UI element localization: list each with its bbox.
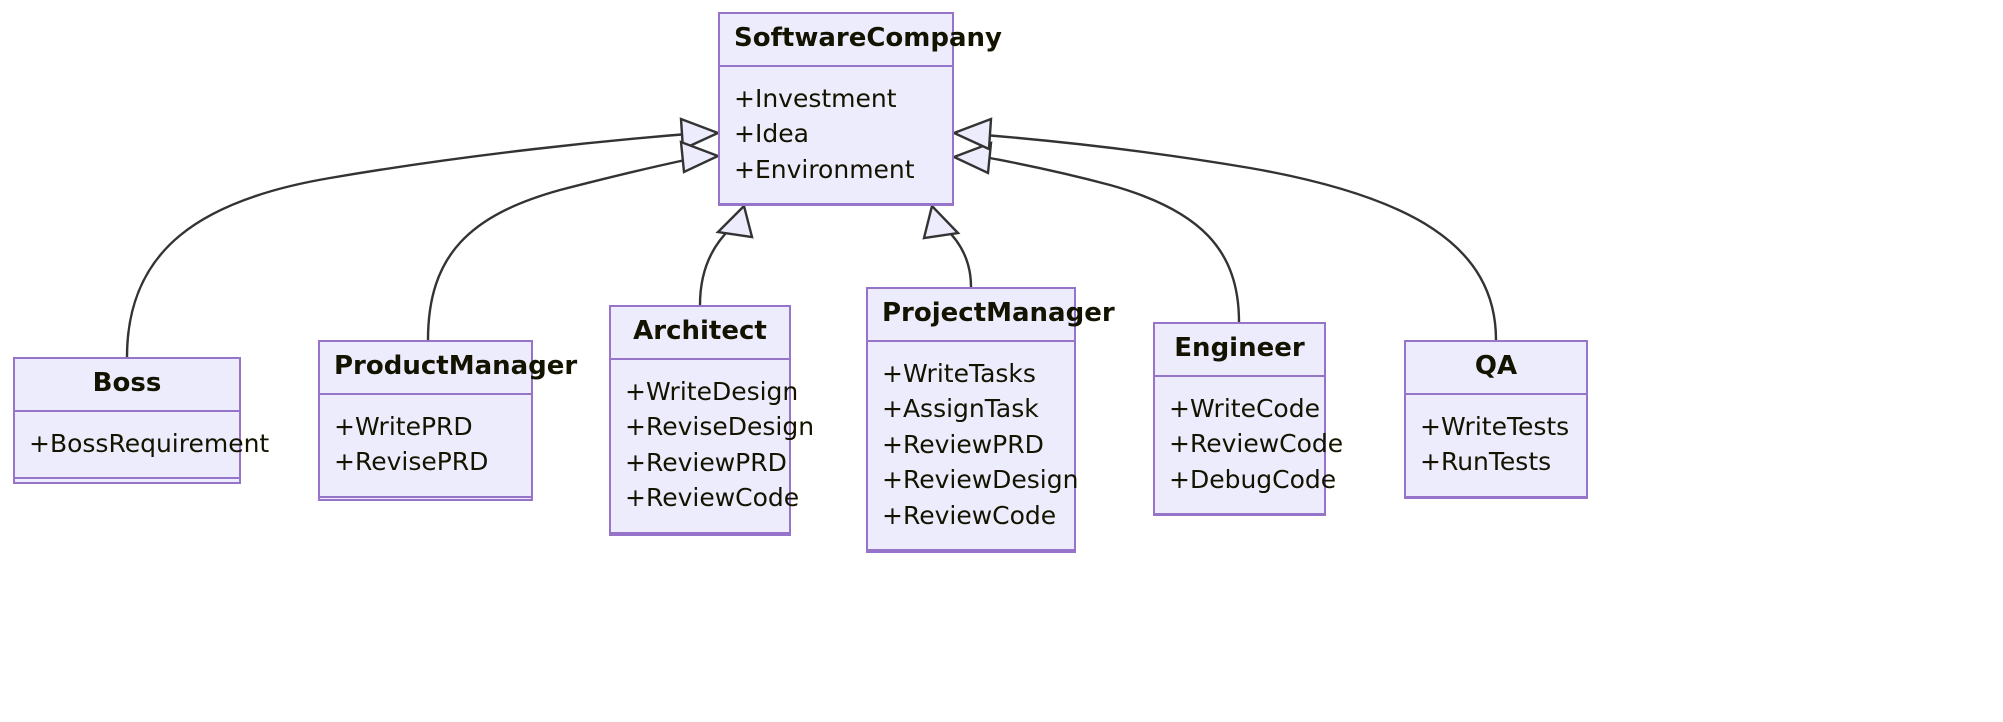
class-attribute: +WriteCode xyxy=(1169,393,1320,423)
class-attributes-qa: +WriteTests +RunTests xyxy=(1406,395,1586,496)
class-attribute: +ReviewCode xyxy=(625,483,800,513)
arrowhead-project-manager xyxy=(922,203,961,240)
class-node-qa[interactable]: QA +WriteTests +RunTests xyxy=(1404,340,1588,499)
arrowhead-architect xyxy=(715,203,754,239)
class-attribute: +BossRequirement xyxy=(29,428,270,458)
class-attribute: +ReviewPRD xyxy=(625,447,787,477)
class-divider xyxy=(1406,495,1586,498)
class-divider xyxy=(1406,392,1586,395)
class-divider xyxy=(15,409,239,412)
class-attributes-project-manager: +WriteTasks +AssignTask +ReviewPRD +Revi… xyxy=(868,342,1079,550)
class-attributes-engineer: +WriteCode +ReviewCode +DebugCode xyxy=(1155,377,1344,514)
class-title-engineer: Engineer xyxy=(1174,333,1305,363)
class-node-project-manager[interactable]: ProjectManager +WriteTasks +AssignTask +… xyxy=(866,287,1115,553)
class-attributes-software-company: +Investment +Idea +Environment xyxy=(720,67,952,204)
class-node-boss[interactable]: Boss +BossRequirement xyxy=(13,357,270,484)
class-divider xyxy=(611,357,789,360)
arrowhead-qa xyxy=(950,117,993,151)
class-attribute: +ReviewPRD xyxy=(882,429,1044,459)
class-attribute: +ReviewCode xyxy=(1169,429,1344,459)
class-node-product-manager[interactable]: ProductManager +WritePRD +RevisePRD xyxy=(318,340,578,501)
class-title-qa: QA xyxy=(1474,351,1518,381)
class-divider xyxy=(320,392,531,395)
class-divider xyxy=(1155,374,1324,377)
class-attribute: +AssignTask xyxy=(882,394,1039,424)
class-attribute: +RevisePRD xyxy=(334,447,489,477)
class-attribute: +WriteTasks xyxy=(882,358,1036,388)
class-title-product-manager: ProductManager xyxy=(334,351,578,381)
class-divider xyxy=(1155,513,1324,516)
class-attribute: +Investment xyxy=(734,83,897,113)
class-attribute: +Idea xyxy=(734,119,809,149)
class-attributes-architect: +WriteDesign +ReviseDesign +ReviewPRD +R… xyxy=(611,360,815,532)
class-title-project-manager: ProjectManager xyxy=(882,298,1115,328)
edge-architect-to-software-company xyxy=(698,227,732,306)
class-divider xyxy=(720,203,952,206)
class-attributes-boss: +BossRequirement xyxy=(15,412,270,478)
class-attribute: +ReviewDesign xyxy=(882,465,1079,495)
class-attribute: +ReviewCode xyxy=(882,500,1057,530)
class-title-boss: Boss xyxy=(92,368,162,398)
class-divider xyxy=(320,495,531,498)
class-title-software-company: SoftwareCompany xyxy=(734,23,1002,53)
class-attribute: +RunTests xyxy=(1420,447,1552,477)
class-divider xyxy=(868,339,1074,342)
class-node-architect[interactable]: Architect +WriteDesign +ReviseDesign +Re… xyxy=(609,305,815,536)
edge-project-manager-to-software-company xyxy=(944,227,973,288)
class-node-software-company[interactable]: SoftwareCompany +Investment +Idea +Envir… xyxy=(718,12,1002,206)
class-attribute: +Environment xyxy=(734,154,915,184)
class-attribute: +DebugCode xyxy=(1169,464,1337,494)
class-node-engineer[interactable]: Engineer +WriteCode +ReviewCode +DebugCo… xyxy=(1153,322,1344,516)
class-divider xyxy=(15,477,239,480)
arrowhead-engineer xyxy=(950,141,993,175)
class-attribute: +ReviseDesign xyxy=(625,412,815,442)
class-attribute: +WritePRD xyxy=(334,411,473,441)
class-methods-product-manager xyxy=(320,498,531,499)
arrowhead-boss xyxy=(679,117,722,151)
class-title-architect: Architect xyxy=(633,316,767,346)
arrowhead-product-manager xyxy=(679,140,722,174)
class-attributes-product-manager: +WritePRD +RevisePRD xyxy=(320,395,531,496)
class-divider xyxy=(611,531,789,534)
class-divider xyxy=(720,64,952,67)
class-divider xyxy=(868,549,1074,552)
class-attribute: +WriteTests xyxy=(1420,411,1570,441)
class-attribute: +WriteDesign xyxy=(625,376,799,406)
class-methods-boss xyxy=(15,479,239,482)
